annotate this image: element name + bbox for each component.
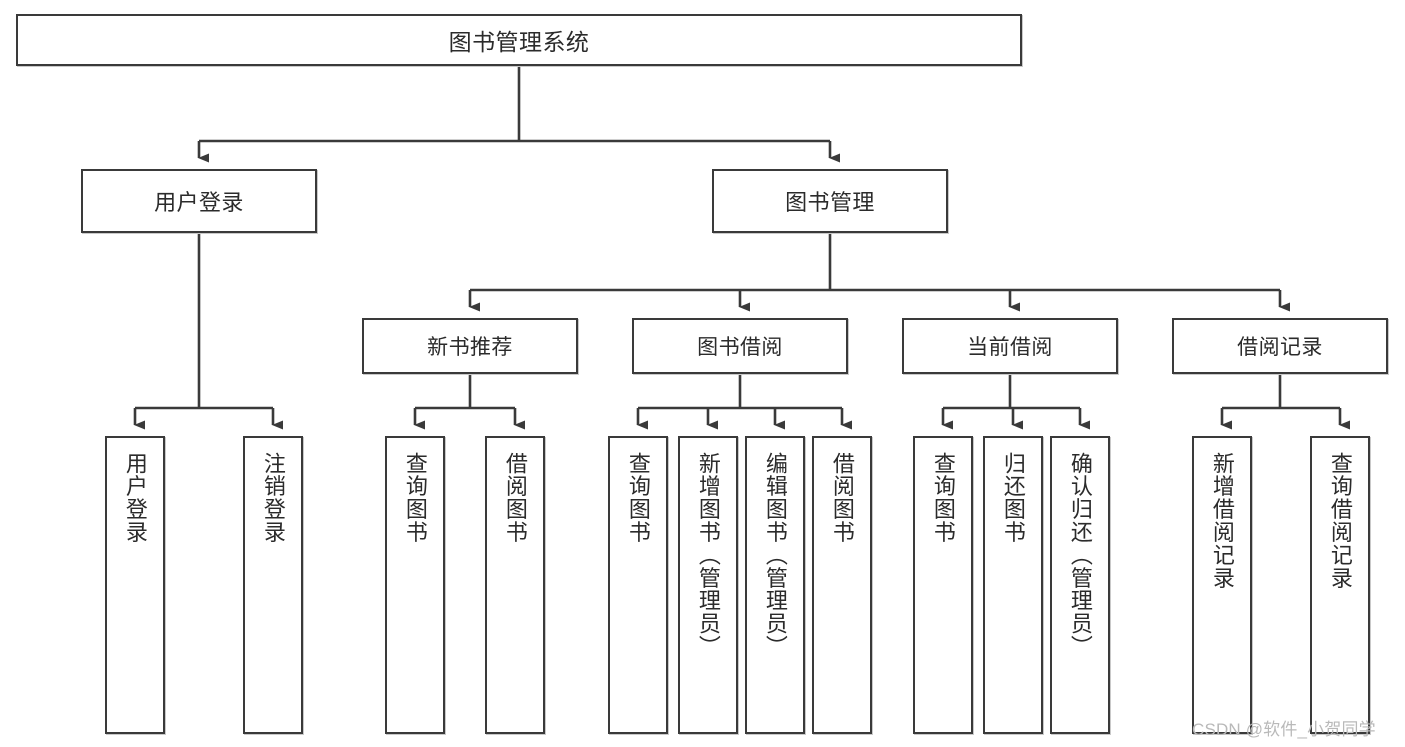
- node-leaf-c-return[interactable]: 归还图书: [983, 436, 1043, 734]
- node-label: 图书管理: [785, 190, 875, 215]
- node-label: 用户登录: [122, 452, 148, 544]
- node-leaf-r-add[interactable]: 新增借阅记录: [1192, 436, 1252, 734]
- node-borrow[interactable]: 图书借阅: [632, 318, 848, 374]
- node-leaf-c-confirm[interactable]: 确认归还（管理员）: [1050, 436, 1110, 734]
- node-label: 新增借阅记录: [1209, 452, 1235, 590]
- node-label: 当前借阅: [967, 336, 1053, 359]
- node-label: 注销登录: [260, 452, 286, 544]
- node-label: 确认归还（管理员）: [1067, 452, 1093, 658]
- node-label: 借阅图书: [829, 452, 855, 544]
- node-leaf-b-edit[interactable]: 编辑图书（管理员）: [745, 436, 805, 734]
- node-leaf-b-query[interactable]: 查询图书: [608, 436, 668, 734]
- node-leaf-c-query[interactable]: 查询图书: [913, 436, 973, 734]
- node-label: 新书推荐: [427, 336, 513, 359]
- node-leaf-new-query[interactable]: 查询图书: [385, 436, 445, 734]
- node-leaf-user-logout[interactable]: 注销登录: [243, 436, 303, 734]
- node-label: 归还图书: [1000, 452, 1026, 544]
- node-leaf-user-login[interactable]: 用户登录: [105, 436, 165, 734]
- node-records[interactable]: 借阅记录: [1172, 318, 1388, 374]
- node-current[interactable]: 当前借阅: [902, 318, 1118, 374]
- node-login[interactable]: 用户登录: [81, 169, 317, 233]
- node-newbook[interactable]: 新书推荐: [362, 318, 578, 374]
- node-label: 编辑图书（管理员）: [762, 452, 788, 658]
- node-label: 查询图书: [930, 452, 956, 544]
- node-leaf-new-borrow[interactable]: 借阅图书: [485, 436, 545, 734]
- node-leaf-b-add[interactable]: 新增图书（管理员）: [678, 436, 738, 734]
- node-label: 图书借阅: [697, 336, 783, 359]
- node-label: 用户登录: [154, 190, 244, 215]
- node-root[interactable]: 图书管理系统: [16, 14, 1022, 66]
- watermark-credit: CSDN @软件_小贺同学: [1192, 720, 1376, 739]
- node-label: 借阅记录: [1237, 336, 1323, 359]
- node-bookmgmt[interactable]: 图书管理: [712, 169, 948, 233]
- node-label: 查询图书: [402, 452, 428, 544]
- node-leaf-r-query[interactable]: 查询借阅记录: [1310, 436, 1370, 734]
- node-label: 借阅图书: [502, 452, 528, 544]
- node-label: 新增图书（管理员）: [695, 452, 721, 658]
- node-label: 查询借阅记录: [1327, 452, 1353, 590]
- node-leaf-b-borrow[interactable]: 借阅图书: [812, 436, 872, 734]
- node-label: 图书管理系统: [448, 29, 590, 55]
- node-label: 查询图书: [625, 452, 651, 544]
